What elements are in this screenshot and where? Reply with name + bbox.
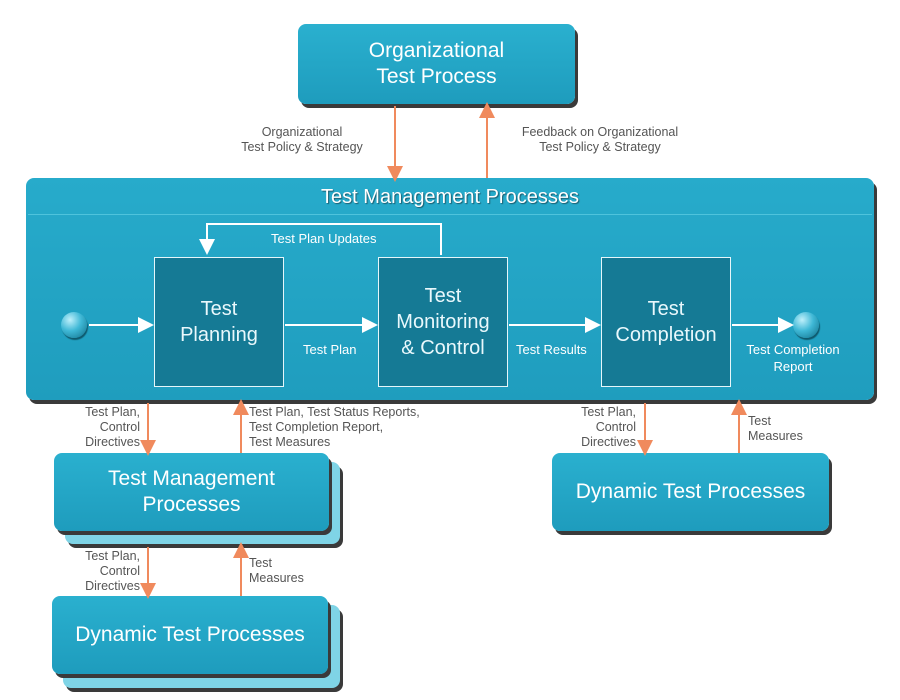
org-policy-label: Organizational Test Policy & Strategy — [241, 125, 363, 154]
test-planning-label: Test Planning — [180, 298, 258, 346]
test-monitoring-control-process: Test Monitoring & Control — [378, 257, 508, 387]
end-node-icon — [793, 312, 819, 338]
start-node-icon — [61, 312, 87, 338]
test-plan-updates-arrow — [199, 223, 442, 255]
dynamic-test-processes-title-left: Dynamic Test Processes — [75, 623, 305, 646]
test-plan-updates-label: Test Plan Updates — [271, 231, 377, 246]
test-completion-label: Test Completion — [615, 298, 717, 346]
ll-arrow1-down-label: Test Plan, Control Directives — [85, 405, 140, 449]
organizational-test-process-box: Organizational Test Process — [298, 24, 575, 104]
dynamic-test-processes-title-right: Dynamic Test Processes — [575, 480, 806, 503]
test-monitoring-control-label: Test Monitoring & Control — [396, 285, 490, 359]
test-completion-report-label: Test Completion Report — [746, 342, 840, 374]
test-planning-process: Test Planning — [154, 257, 284, 387]
test-results-flow-label: Test Results — [516, 342, 587, 357]
dynamic-test-processes-box-left: Dynamic Test Processes — [52, 596, 328, 674]
ll-arrow1-up-label: Test Plan, Test Status Reports, Test Com… — [249, 405, 420, 449]
organizational-test-process-title: Organizational Test Process — [368, 39, 505, 88]
lr-arrow-up-label: Test Measures — [748, 414, 803, 443]
dynamic-test-processes-box-right: Dynamic Test Processes — [552, 453, 829, 531]
lr-arrow-down-label: Test Plan, Control Directives — [581, 405, 636, 449]
ll-arrow2-up-label: Test Measures — [249, 556, 304, 585]
ll-arrow2-down-label: Test Plan, Control Directives — [85, 549, 140, 593]
test-plan-flow-label: Test Plan — [303, 342, 357, 357]
test-management-processes-box: Test Management Processes — [54, 453, 329, 531]
container-divider — [28, 214, 872, 215]
test-management-processes-title: Test Management Processes — [108, 467, 275, 516]
container-title: Test Management Processes — [321, 186, 579, 208]
test-completion-process: Test Completion — [601, 257, 731, 387]
org-feedback-label: Feedback on Organizational Test Policy &… — [521, 125, 679, 154]
